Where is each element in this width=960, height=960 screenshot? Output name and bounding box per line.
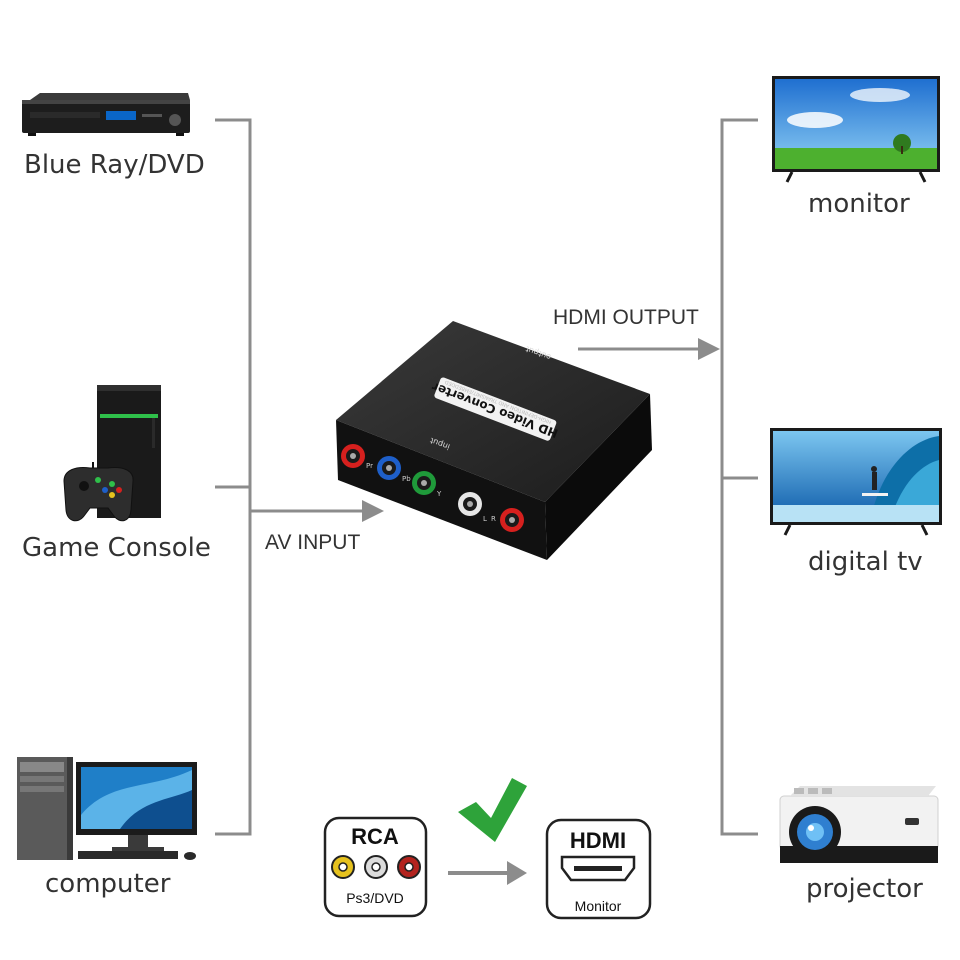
port-label-r: R	[491, 515, 496, 523]
port-label-l: L	[483, 515, 487, 523]
port-label-pb: Pb	[402, 475, 411, 483]
rca-badge-title: RCA	[351, 824, 399, 849]
port-y[interactable]	[412, 471, 436, 495]
rca-connectors-icon	[331, 855, 421, 879]
hdmi-port-icon	[560, 855, 636, 882]
port-pb[interactable]	[377, 456, 401, 480]
port-pr[interactable]	[341, 444, 365, 468]
rca-badge-subtitle: Ps3/DVD	[346, 890, 404, 906]
input-label-computer: computer	[45, 869, 171, 899]
hdmi-output-arrow-head	[698, 338, 720, 360]
av-input-label: AV INPUT	[265, 531, 361, 554]
output-label-monitor: monitor	[808, 189, 910, 219]
input-label-bluray: Blue Ray/DVD	[24, 150, 205, 180]
checkmark-icon	[458, 778, 527, 842]
port-r[interactable]	[500, 508, 524, 532]
port-label-y: Y	[436, 490, 442, 498]
left-bracket-line	[215, 118, 252, 836]
hdmi-badge-subtitle: Monitor	[575, 898, 622, 914]
badge-arrow-head	[507, 861, 527, 885]
port-l[interactable]	[458, 492, 482, 516]
output-label-digitaltv: digital tv	[808, 547, 923, 577]
input-label-console: Game Console	[22, 533, 211, 563]
av-input-arrow-head	[362, 500, 384, 522]
output-label-projector: projector	[806, 874, 923, 904]
port-label-pr: Pr	[366, 462, 373, 470]
hdmi-output-label: HDMI OUTPUT	[553, 306, 699, 329]
hdmi-badge-title: HDMI	[570, 828, 626, 853]
